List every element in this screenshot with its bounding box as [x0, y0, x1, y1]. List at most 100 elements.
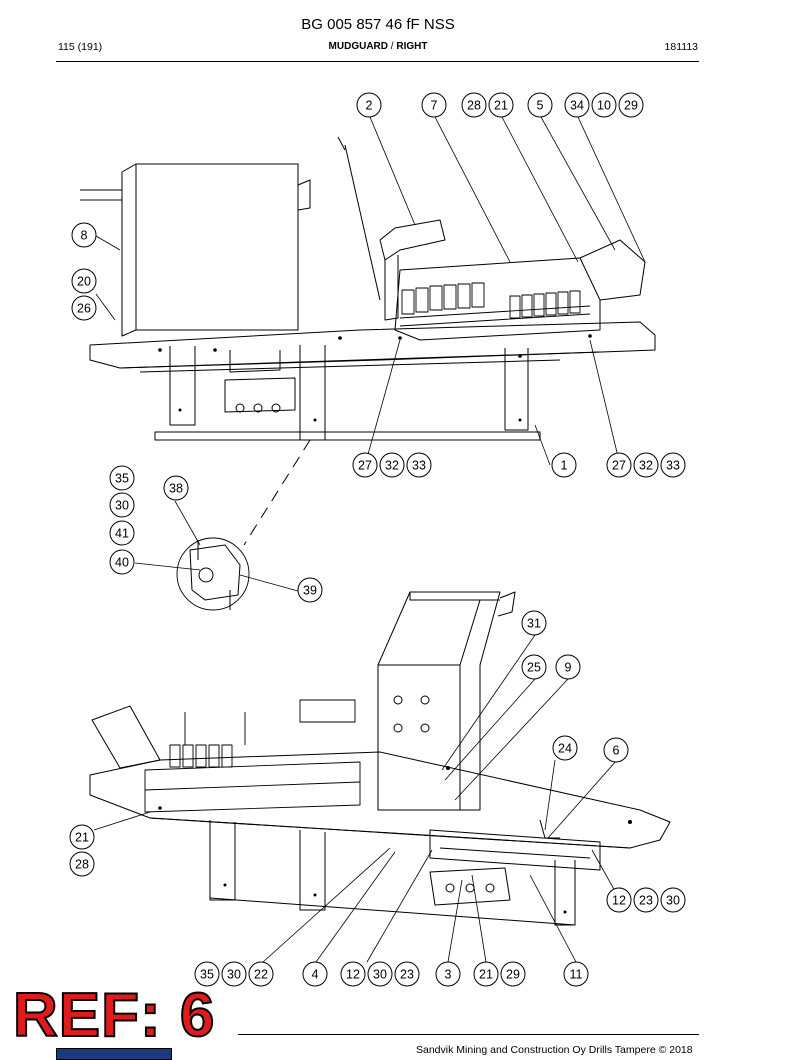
callout-label: 3: [445, 968, 452, 982]
header-rule: [56, 61, 699, 62]
callout-t29: 29: [618, 92, 644, 118]
callout-t32a: 32: [379, 452, 405, 478]
callout-b30a: 30: [660, 887, 686, 913]
page-number: 115 (191): [58, 41, 103, 53]
callout-label: 23: [400, 968, 414, 982]
callout-d35: 35: [109, 465, 135, 491]
callout-t5: 5: [527, 92, 553, 118]
callout-t1: 1: [551, 452, 577, 478]
callout-label: 40: [115, 556, 129, 570]
callout-label: 21: [479, 968, 493, 982]
section-separator: /: [388, 41, 397, 52]
callout-b22: 22: [248, 961, 274, 987]
bottom-assembly-drawing: [89, 591, 671, 926]
callout-t34: 34: [564, 92, 590, 118]
callout-t33b: 33: [660, 452, 686, 478]
callout-label: 31: [527, 617, 541, 631]
callout-b35: 35: [194, 961, 220, 987]
callout-label: 8: [81, 229, 88, 243]
callout-d40: 40: [109, 549, 135, 575]
callout-label: 29: [624, 99, 638, 113]
callout-label: 4: [312, 968, 319, 982]
callout-label: 29: [506, 968, 520, 982]
callout-b3: 3: [435, 961, 461, 987]
callout-label: 30: [115, 499, 129, 513]
callout-label: 39: [303, 584, 317, 598]
callout-label: 5: [537, 99, 544, 113]
callout-t20: 20: [71, 268, 97, 294]
footer-copyright: Sandvik Mining and Construction Oy Drill…: [416, 1044, 693, 1056]
section-title: MUDGUARD / RIGHT: [0, 41, 756, 52]
callout-b9: 9: [555, 654, 581, 680]
callout-label: 41: [115, 527, 129, 541]
callouts: 2 7 28 21 5 34 10 29 8 20 26 27 32 33 1 …: [69, 92, 686, 987]
callout-b31: 31: [521, 610, 547, 636]
callout-b30b: 30: [221, 961, 247, 987]
callout-t7: 7: [421, 92, 447, 118]
callout-label: 32: [385, 459, 399, 473]
callout-t27b: 27: [606, 452, 632, 478]
callout-b23b: 23: [394, 961, 420, 987]
leader-lines: [93, 116, 646, 963]
reference-stamp: REF: 6: [12, 981, 216, 1050]
callout-b24: 24: [552, 735, 578, 761]
callout-t8: 8: [71, 222, 97, 248]
callout-label: 11: [570, 968, 583, 982]
callout-label: 24: [558, 742, 572, 756]
callout-d38: 38: [163, 475, 189, 501]
callout-label: 10: [597, 99, 611, 113]
top-assembly-drawing: [80, 136, 656, 441]
callout-t32b: 32: [633, 452, 659, 478]
callout-label: 1: [561, 459, 568, 473]
callout-label: 20: [77, 275, 91, 289]
callout-b12a: 12: [606, 887, 632, 913]
callout-d41: 41: [109, 520, 135, 546]
callout-label: 26: [77, 302, 91, 316]
footer-rule: [238, 1034, 699, 1035]
callout-t2: 2: [356, 92, 382, 118]
callout-label: 30: [373, 968, 387, 982]
callout-label: 33: [666, 459, 680, 473]
callout-d39: 39: [297, 577, 323, 603]
section-sub: RIGHT: [396, 41, 428, 52]
callout-label: 27: [612, 459, 626, 473]
callout-label: 33: [412, 459, 426, 473]
callout-t21: 21: [488, 92, 514, 118]
callout-label: 25: [527, 661, 541, 675]
callout-label: 35: [200, 968, 214, 982]
callout-label: 30: [227, 968, 241, 982]
callout-label: 6: [613, 744, 620, 758]
callout-label: 21: [494, 99, 508, 113]
callout-t26: 26: [71, 295, 97, 321]
callout-label: 21: [75, 831, 89, 845]
callout-label: 9: [565, 661, 572, 675]
callout-b29: 29: [500, 961, 526, 987]
callout-b12b: 12: [340, 961, 366, 987]
callout-b6: 6: [603, 737, 629, 763]
callout-b4: 4: [302, 961, 328, 987]
callout-d30: 30: [109, 492, 135, 518]
callout-b25: 25: [521, 654, 547, 680]
callout-b30c: 30: [367, 961, 393, 987]
callout-label: 7: [431, 99, 438, 113]
callout-label: 28: [467, 99, 481, 113]
callout-label: 27: [358, 459, 372, 473]
callout-label: 32: [639, 459, 653, 473]
callout-label: 12: [612, 894, 626, 908]
callout-label: 30: [666, 894, 680, 908]
document-title: BG 005 857 46 fF NSS: [301, 16, 455, 33]
callout-label: 38: [169, 482, 183, 496]
callout-t28: 28: [461, 92, 487, 118]
callout-t10: 10: [591, 92, 617, 118]
detail-link-line: [243, 439, 311, 546]
callout-label: 12: [346, 968, 360, 982]
callout-label: 2: [366, 99, 373, 113]
callout-b28: 28: [69, 851, 95, 877]
callout-b21b: 21: [473, 961, 499, 987]
callout-t27a: 27: [352, 452, 378, 478]
section-main: MUDGUARD: [328, 41, 388, 52]
callout-b23a: 23: [633, 887, 659, 913]
callout-label: 22: [254, 968, 268, 982]
callout-b21a: 21: [69, 824, 95, 850]
